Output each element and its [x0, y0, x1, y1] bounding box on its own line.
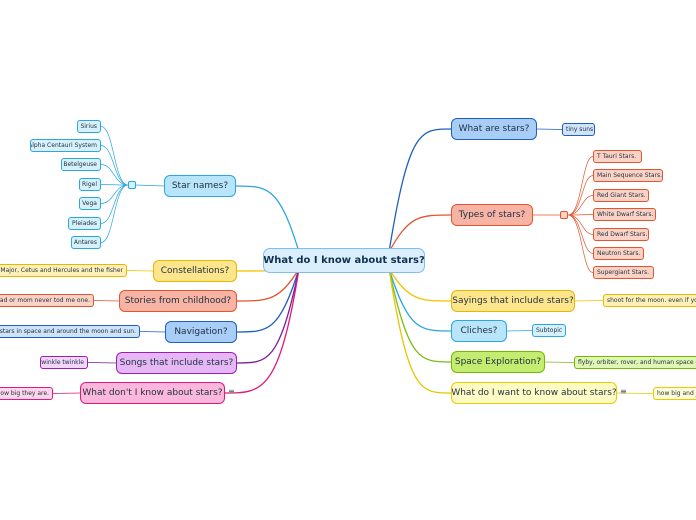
subtopic-connector	[567, 175, 594, 216]
subtopic-connector	[616, 392, 654, 394]
branch-types-of-stars[interactable]: Types of stars?	[451, 204, 533, 226]
subtopic-vega[interactable]: Vega	[79, 197, 101, 210]
subtopic-connector	[567, 214, 594, 216]
subtopic-constellations-list[interactable]: sa Major, Cetus and Hercules and the fis…	[0, 264, 127, 277]
branch-dont-know[interactable]: What don't I know about stars?	[80, 382, 225, 404]
toggle-connector	[135, 184, 165, 187]
subtopic-shoot-for-the-moon[interactable]: shoot for the moon. even if you m	[603, 294, 696, 307]
branch-connector	[236, 268, 300, 302]
branch-connector	[388, 214, 452, 253]
branch-connector	[224, 268, 300, 394]
subtopic-rigel[interactable]: Rigel	[79, 178, 101, 191]
subtopic-neutron[interactable]: Neutron Stars.	[593, 247, 644, 260]
subtopic-t-tauri[interactable]: T Tauri Stars.	[593, 150, 642, 163]
subtopic-connector	[100, 164, 129, 186]
branch-connector	[388, 268, 452, 332]
subtopic-connector	[100, 184, 129, 204]
subtopic-connector	[93, 300, 120, 302]
subtopic-connector	[100, 184, 129, 186]
subtopic-connector	[567, 195, 594, 216]
subtopic-navigation-note[interactable]: ind stars in space and around the moon a…	[0, 325, 140, 338]
collapse-toggle-icon[interactable]	[560, 211, 568, 219]
branch-navigation[interactable]: Navigation?	[165, 321, 237, 343]
notes-icon[interactable]: ≡	[228, 387, 235, 396]
branch-cliches[interactable]: Cliches?	[451, 320, 507, 342]
branch-connector	[236, 268, 300, 333]
subtopic-connector	[52, 392, 81, 394]
branch-connector	[235, 185, 300, 253]
subtopic-twinkle-twinkle[interactable]: twinkle twinkle	[40, 356, 88, 369]
branch-connector	[388, 268, 452, 394]
subtopic-stories-note[interactable]: dad or mom never tod me one.	[0, 294, 94, 307]
subtopic-connector	[100, 184, 129, 224]
branch-what-are-stars[interactable]: What are stars?	[451, 118, 537, 140]
branch-songs[interactable]: Songs that include stars?	[116, 352, 237, 374]
branch-sayings[interactable]: Sayings that include stars?	[451, 290, 575, 312]
subtopic-supergiant[interactable]: Supergiant Stars.	[593, 266, 654, 279]
branch-want-to-know[interactable]: What do I want to know about stars?	[451, 382, 617, 404]
subtopic-connector	[536, 128, 563, 130]
subtopic-pleiades[interactable]: Pleiades	[68, 217, 101, 230]
subtopic-white-dwarf[interactable]: White Dwarf Stars.	[593, 208, 656, 221]
subtopic-connector	[100, 184, 129, 243]
subtopic-connector	[567, 214, 594, 273]
subtopic-connector	[506, 330, 533, 332]
subtopic-connector	[126, 270, 154, 272]
subtopic-connector	[567, 214, 594, 254]
subtopic-connector	[100, 145, 129, 186]
branch-connector	[236, 268, 300, 364]
subtopic-connector	[100, 126, 129, 186]
subtopic-connector	[87, 362, 117, 364]
subtopic-cliches-subtopic[interactable]: Subtopic	[532, 324, 566, 337]
subtopic-red-giant[interactable]: Red Giant Stars.	[593, 189, 649, 202]
subtopic-alpha-centauri[interactable]: Alpha Centauri System	[30, 139, 101, 152]
subtopic-how-big-they-are[interactable]: how big they are.	[0, 387, 53, 400]
collapse-toggle-icon[interactable]	[128, 181, 136, 189]
subtopic-tiny-suns[interactable]: tiny suns	[562, 123, 595, 136]
subtopic-sirius[interactable]: Sirius	[77, 120, 101, 133]
central-topic[interactable]: What do I know about stars?	[263, 248, 425, 273]
subtopic-antares[interactable]: Antares	[71, 236, 101, 249]
subtopic-space-missions[interactable]: flyby, orbiter, rover, and human space e…	[574, 356, 696, 369]
branch-star-names[interactable]: Star names?	[164, 175, 236, 197]
subtopic-betelgeuse[interactable]: Betelgeuse	[61, 158, 101, 171]
branch-constellations[interactable]: Constellations?	[153, 260, 237, 282]
subtopic-red-dwarf[interactable]: Red Dwarf Stars.	[593, 228, 649, 241]
branch-space-exploration[interactable]: Space Exploration?	[451, 351, 545, 373]
subtopic-connector	[544, 361, 575, 363]
branch-connector	[388, 268, 452, 363]
branch-stories[interactable]: Stories from childhood?	[119, 290, 237, 312]
branch-connector	[388, 128, 452, 253]
subtopic-how-big[interactable]: how big and ju	[653, 387, 696, 400]
branch-connector	[388, 268, 452, 302]
subtopic-connector	[567, 156, 594, 216]
subtopic-main-sequence[interactable]: Main Sequence Stars.	[593, 169, 663, 182]
notes-icon[interactable]: ≡	[620, 387, 627, 396]
subtopic-connector	[139, 331, 166, 333]
subtopic-connector	[574, 300, 604, 302]
